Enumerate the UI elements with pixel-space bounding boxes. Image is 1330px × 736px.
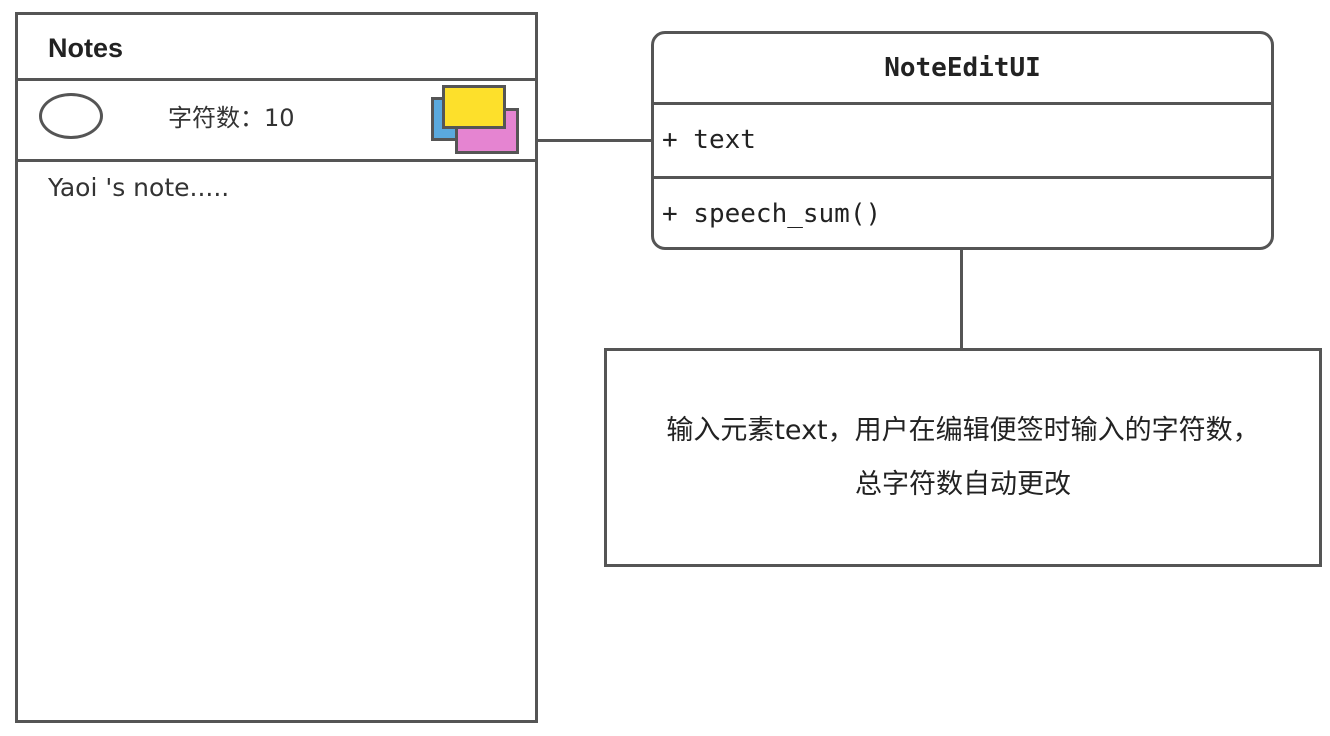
notes-toolbar: 字符数：10 xyxy=(18,81,535,162)
class-attribute: + text xyxy=(654,105,1271,179)
class-name: NoteEditUI xyxy=(654,34,1271,105)
notes-window: Notes 字符数：10 Yaoi 's note..... xyxy=(15,12,538,723)
char-count-label: 字符数：10 xyxy=(168,104,295,132)
uml-class-box: NoteEditUI + text + speech_sum() xyxy=(651,31,1274,250)
note-line-2: 总字符数自动更改 xyxy=(855,468,1071,500)
sticky-blue-shape xyxy=(431,97,489,141)
oval-icon[interactable] xyxy=(39,93,103,139)
class-method: + speech_sum() xyxy=(662,199,882,229)
description-note: 输入元素text，用户在编辑便签时输入的字符数， 总字符数自动更改 xyxy=(604,348,1322,567)
note-body-text[interactable]: Yaoi 's note..... xyxy=(48,173,230,202)
sticky-pink-shape xyxy=(455,108,519,154)
connector-horizontal xyxy=(538,139,651,142)
connector-vertical xyxy=(960,250,963,349)
note-line-1: 输入元素text，用户在编辑便签时输入的字符数， xyxy=(666,414,1260,446)
sticky-yellow-shape xyxy=(442,85,506,129)
notes-title: Notes xyxy=(18,15,535,81)
